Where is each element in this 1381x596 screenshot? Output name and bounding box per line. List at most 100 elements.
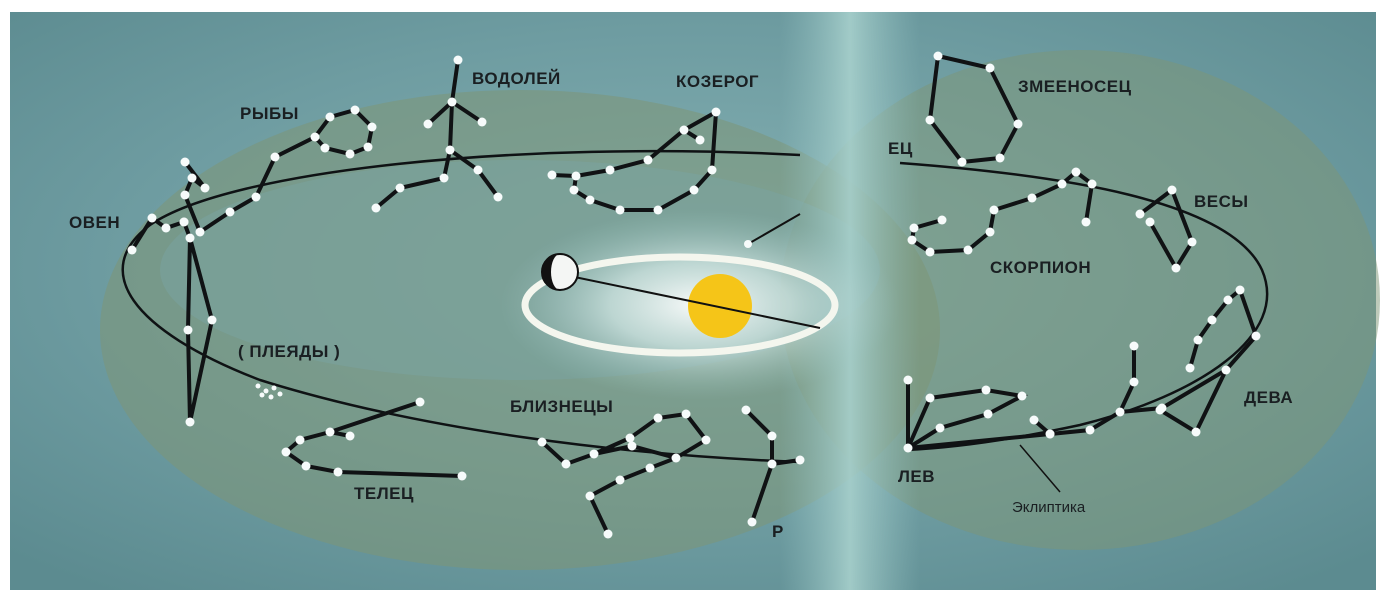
star bbox=[188, 174, 197, 183]
star bbox=[748, 518, 757, 527]
star bbox=[180, 218, 189, 227]
label-ophiuchus: ЗМЕЕНОСЕЦ bbox=[1018, 77, 1132, 96]
sun bbox=[688, 274, 752, 338]
star bbox=[1082, 218, 1091, 227]
star bbox=[696, 136, 705, 145]
star bbox=[682, 410, 691, 419]
star bbox=[184, 326, 193, 335]
star bbox=[1130, 342, 1139, 351]
star bbox=[1208, 316, 1217, 325]
label-gemini: БЛИЗНЕЦЫ bbox=[510, 397, 613, 416]
star bbox=[562, 460, 571, 469]
label-libra: ВЕСЫ bbox=[1194, 192, 1249, 211]
label-partial-r: Р bbox=[772, 522, 784, 541]
label-leo: ЛЕВ bbox=[898, 467, 935, 486]
star bbox=[478, 118, 487, 127]
star bbox=[1252, 332, 1261, 341]
star bbox=[768, 432, 777, 441]
star bbox=[926, 394, 935, 403]
earth bbox=[542, 254, 578, 290]
star bbox=[321, 144, 330, 153]
star bbox=[1188, 238, 1197, 247]
star bbox=[926, 116, 935, 125]
star bbox=[148, 214, 157, 223]
star bbox=[226, 208, 235, 217]
star bbox=[934, 52, 943, 61]
star bbox=[548, 171, 557, 180]
star bbox=[1014, 120, 1023, 129]
star bbox=[986, 64, 995, 73]
star bbox=[1030, 416, 1039, 425]
star bbox=[424, 120, 433, 129]
star bbox=[1116, 408, 1125, 417]
star bbox=[742, 406, 751, 415]
star bbox=[570, 186, 579, 195]
star bbox=[334, 468, 343, 477]
star bbox=[196, 228, 205, 237]
star bbox=[326, 113, 335, 122]
star bbox=[616, 476, 625, 485]
star bbox=[1018, 392, 1027, 401]
star bbox=[708, 166, 717, 175]
star bbox=[162, 224, 171, 233]
star bbox=[616, 206, 625, 215]
star bbox=[604, 530, 613, 539]
label-taurus: ТЕЛЕЦ bbox=[354, 484, 414, 503]
star bbox=[626, 434, 635, 443]
star bbox=[1236, 286, 1245, 295]
star bbox=[364, 143, 373, 152]
star bbox=[572, 172, 581, 181]
star bbox=[654, 414, 663, 423]
star bbox=[474, 166, 483, 175]
star bbox=[590, 450, 599, 459]
star bbox=[1088, 180, 1097, 189]
star bbox=[351, 106, 360, 115]
star bbox=[440, 174, 449, 183]
star bbox=[990, 206, 999, 215]
star bbox=[986, 228, 995, 237]
star bbox=[1186, 364, 1195, 373]
star bbox=[1192, 428, 1201, 437]
star bbox=[128, 246, 137, 255]
star bbox=[252, 193, 261, 202]
star bbox=[201, 184, 210, 193]
label-aries: ОВЕН bbox=[69, 213, 120, 232]
star bbox=[644, 156, 653, 165]
star bbox=[964, 246, 973, 255]
star bbox=[628, 442, 637, 451]
pointer-star bbox=[744, 240, 752, 248]
star bbox=[346, 432, 355, 441]
star bbox=[982, 386, 991, 395]
star bbox=[796, 456, 805, 465]
star bbox=[446, 146, 455, 155]
star bbox=[454, 56, 463, 65]
star bbox=[326, 428, 335, 437]
label-capricorn: КОЗЕРОГ bbox=[676, 72, 759, 91]
star bbox=[606, 166, 615, 175]
star bbox=[672, 454, 681, 463]
star bbox=[1058, 180, 1067, 189]
star bbox=[372, 204, 381, 213]
star bbox=[181, 191, 190, 200]
star bbox=[586, 492, 595, 501]
star bbox=[208, 316, 217, 325]
star bbox=[1046, 430, 1055, 439]
star bbox=[1028, 194, 1037, 203]
label-pleiades: ( ПЛЕЯДЫ ) bbox=[238, 342, 340, 361]
star bbox=[302, 462, 311, 471]
star bbox=[1194, 336, 1203, 345]
star bbox=[690, 186, 699, 195]
label-virgo: ДЕВА bbox=[1244, 388, 1293, 407]
label-aquarius: ВОДОЛЕЙ bbox=[472, 69, 561, 88]
star bbox=[768, 460, 777, 469]
star bbox=[1222, 366, 1231, 375]
star bbox=[494, 193, 503, 202]
star bbox=[458, 472, 467, 481]
label-ecliptic: Эклиптика bbox=[1012, 499, 1086, 516]
star bbox=[654, 206, 663, 215]
star bbox=[936, 424, 945, 433]
star bbox=[1168, 186, 1177, 195]
star bbox=[996, 154, 1005, 163]
star bbox=[908, 236, 917, 245]
